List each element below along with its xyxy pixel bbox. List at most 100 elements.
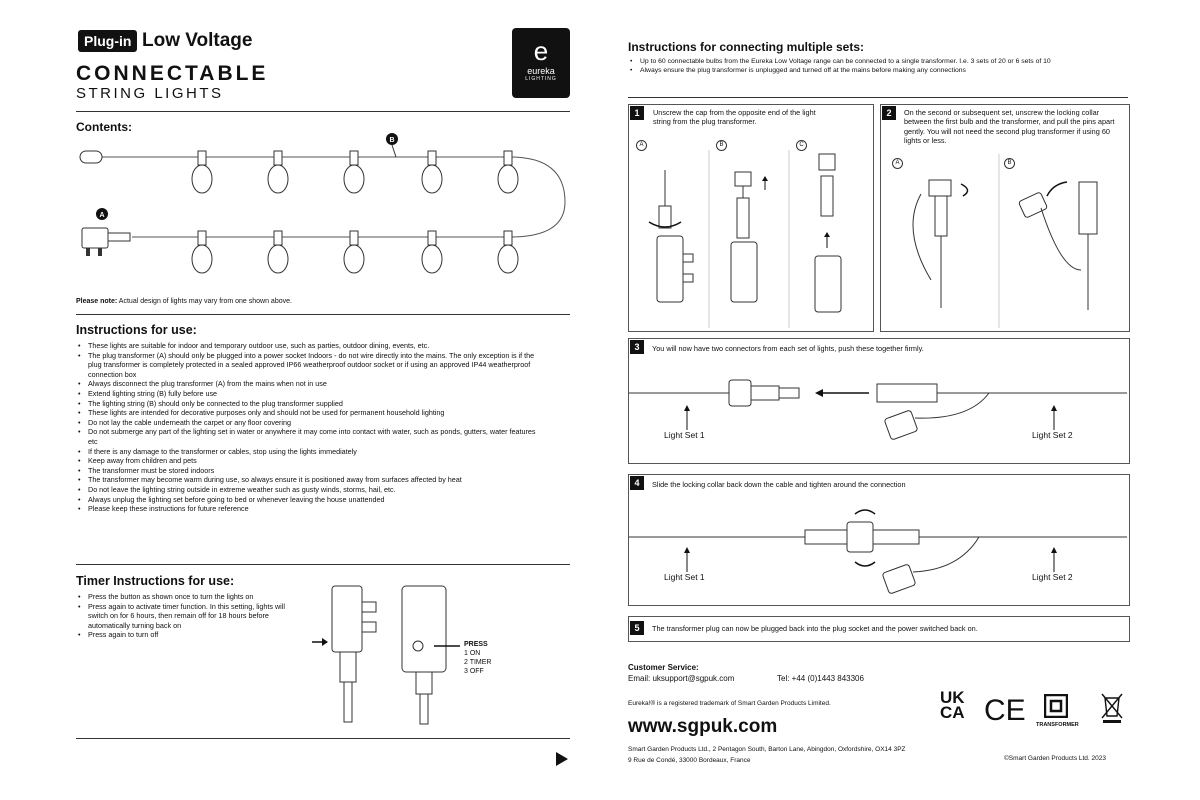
option-timer: 2 TIMER — [464, 659, 492, 666]
logo-symbol: e — [533, 36, 549, 66]
contents-heading: Contents: — [76, 120, 132, 134]
step-2-label-b: B — [1004, 158, 1015, 169]
step-3-set-1-label: Light Set 1 — [664, 430, 705, 440]
multi-heading: Instructions for connecting multiple set… — [628, 40, 865, 54]
note-label: Please note: — [76, 298, 118, 305]
next-page-arrow-icon — [556, 752, 568, 766]
divider — [76, 738, 570, 739]
step-2-label-a: A — [892, 158, 903, 169]
address-line-1: Smart Garden Products Ltd., 2 Pentagon S… — [628, 746, 906, 753]
list-item: Press again to turn off — [76, 630, 296, 640]
divider — [76, 111, 570, 112]
step-1-box — [628, 104, 874, 332]
step-1-label-b: B — [716, 140, 727, 151]
plug-in-badge: Plug-in — [78, 30, 138, 52]
list-item: These lights are suitable for indoor and… — [76, 341, 536, 351]
label-b-text: B — [389, 137, 394, 144]
logo-name: eureka — [527, 66, 555, 76]
option-on: 1 ON — [464, 650, 481, 657]
low-voltage-title: Low Voltage — [142, 30, 253, 51]
list-item: Always unplug the lighting set before go… — [76, 495, 536, 505]
press-options: PRESS 1 ON 2 TIMER 3 OFF — [464, 640, 492, 676]
press-label: PRESS — [464, 641, 488, 648]
multi-list: Up to 60 connectable bulbs from the Eure… — [628, 57, 1128, 75]
logo-sub: LIGHTING — [525, 76, 557, 82]
step-3-set-2-label: Light Set 2 — [1032, 430, 1073, 440]
step-3-illustration — [629, 379, 1127, 440]
timer-button-icon — [412, 640, 424, 652]
list-item: The lighting string (B) should only be c… — [76, 399, 536, 409]
list-item: These lights are intended for decorative… — [76, 408, 536, 418]
email-text: Email: uksupport@sgpuk.com — [628, 674, 735, 683]
page-title: CONNECTABLE — [76, 62, 269, 85]
step-2-text: On the second or subsequent set, unscrew… — [904, 108, 1115, 146]
ukca-mark-icon: UK CA — [940, 688, 965, 722]
list-item: Always disconnect the plug transformer (… — [76, 379, 536, 389]
step-5-number: 5 — [630, 621, 644, 635]
ce-mark-icon: CE — [984, 694, 1026, 727]
step-2-box — [880, 104, 1130, 332]
string-lights-illustration: A B — [79, 133, 566, 274]
step-2-illustration — [912, 154, 1098, 328]
bulbs-row-2 — [191, 230, 519, 274]
end-cap-icon — [79, 150, 103, 164]
step-1-illustration — [648, 150, 842, 328]
transformer-mark-label: TRANSFORMER — [1036, 722, 1079, 728]
step-1-label-c: C — [796, 140, 807, 151]
label-a-text: A — [99, 212, 104, 219]
timer-transformer-illustration — [312, 585, 460, 725]
option-off: 3 OFF — [464, 668, 484, 675]
page-subtitle: STRING LIGHTS — [76, 85, 224, 102]
step-4-text: Slide the locking collar back down the c… — [652, 480, 906, 489]
bulbs-row-1 — [191, 150, 519, 194]
list-item: The plug transformer (A) should only be … — [76, 351, 536, 380]
label-a-marker — [96, 208, 108, 220]
step-1-label-a: A — [636, 140, 647, 151]
instructions-list: These lights are suitable for indoor and… — [76, 341, 536, 514]
step-1-number: 1 — [630, 106, 644, 120]
step-4-set-2-label: Light Set 2 — [1032, 572, 1073, 582]
note-text: Actual design of lights may vary from on… — [117, 298, 292, 305]
divider — [628, 97, 1128, 98]
step-4-box — [628, 474, 1130, 606]
copyright-text: ©Smart Garden Products Ltd. 2023 — [1004, 755, 1106, 762]
list-item: Please keep these instructions for futur… — [76, 504, 536, 514]
eureka-logo: e eureka LIGHTING — [512, 28, 570, 98]
customer-service-heading: Customer Service: — [628, 663, 699, 672]
step-4-set-1-label: Light Set 1 — [664, 572, 705, 582]
divider — [76, 564, 570, 565]
list-item: Do not leave the lighting string outside… — [76, 485, 536, 495]
step-4-illustration — [629, 509, 1127, 594]
list-item: Always ensure the plug transformer is un… — [628, 66, 1128, 75]
step-5-box — [628, 616, 1130, 642]
list-item: The transformer may become warm during u… — [76, 475, 536, 485]
step-3-box — [628, 338, 1130, 464]
plug-transformer-icon — [81, 227, 131, 256]
label-b-marker — [386, 133, 398, 145]
list-item: Do not submerge any part of the lighting… — [76, 427, 536, 446]
list-item: Do not lay the cable underneath the carp… — [76, 418, 536, 428]
list-item: If there is any damage to the transforme… — [76, 447, 536, 457]
step-3-text: You will now have two connectors from ea… — [652, 344, 924, 353]
instructions-heading: Instructions for use: — [76, 323, 197, 337]
step-5-text: The transformer plug can now be plugged … — [652, 624, 978, 633]
divider — [76, 314, 570, 315]
weee-bin-icon — [1101, 693, 1123, 723]
list-item: Keep away from children and pets — [76, 456, 536, 466]
website-url: www.sgpuk.com — [628, 716, 778, 737]
timer-list: Press the button as shown once to turn t… — [76, 592, 296, 640]
list-item: Press the button as shown once to turn t… — [76, 592, 296, 602]
trademark-text: Eureka!® is a registered trademark of Sm… — [628, 700, 831, 707]
address: Smart Garden Products Ltd., 2 Pentagon S… — [628, 744, 906, 766]
timer-heading: Timer Instructions for use: — [76, 574, 235, 588]
list-item: Extend lighting string (B) fully before … — [76, 389, 536, 399]
step-4-number: 4 — [630, 476, 644, 490]
address-line-2: 9 Rue de Condé, 33000 Bordeaux, France — [628, 757, 751, 764]
step-1-text: Unscrew the cap from the opposite end of… — [653, 108, 816, 127]
step-2-number: 2 — [882, 106, 896, 120]
phone-text: Tel: +44 (0)1443 843306 — [777, 674, 864, 683]
list-item: The transformer must be stored indoors — [76, 466, 536, 476]
list-item: Up to 60 connectable bulbs from the Eure… — [628, 57, 1128, 66]
design-note: Please note: Actual design of lights may… — [76, 298, 292, 305]
list-item: Press again to activate timer function. … — [76, 602, 296, 631]
